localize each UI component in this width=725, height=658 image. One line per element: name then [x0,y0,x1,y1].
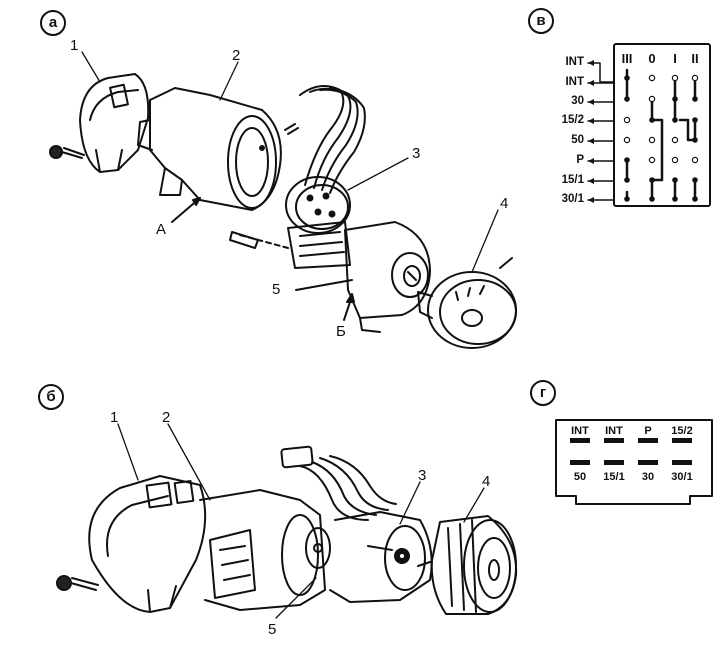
pointer-label-A: А [156,221,167,238]
wire-bundle-assembled [280,445,397,521]
exploded-label-3: 3 [412,145,421,162]
switch-terminal: P [576,154,584,166]
leader-lines [81,51,499,619]
switch-terminal: 15/2 [561,114,584,126]
bolt-exploded [229,231,259,249]
housing-part-2-assembled [199,489,331,611]
connector-pin-label: 15/1 [603,471,625,483]
pointer-5-line [295,279,353,291]
screw-left-exploded [49,145,85,159]
contact-block-part-3-assembled [329,511,433,603]
panel-label-b: б [38,384,64,410]
connector-outline [555,419,713,505]
panel-label-g: г [530,380,556,406]
lock-cylinder-part-5-exploded [287,221,431,333]
switch-terminal: 15/1 [561,174,584,186]
contact-disc-part-3-exploded [285,176,351,234]
cap-part-4-assembled [417,515,518,615]
panel-label-a: а [40,10,66,36]
connector-pin-label: 30 [641,471,655,483]
switch-terminal: 30/1 [561,193,584,205]
assembled-label-5: 5 [268,621,277,638]
pointer-B-arrow [346,293,355,303]
switch-terminal: INT [565,56,584,68]
pointer-A-arrow [192,197,201,206]
switch-column-I: I [673,51,677,66]
exploded-label-2: 2 [232,47,241,64]
screw-left-assembled [56,575,99,591]
exploded-label-1: 1 [70,37,79,54]
switch-column-0: 0 [648,51,656,66]
assembled-label-3: 3 [418,467,427,484]
connector-pin-label: 30/1 [671,471,693,483]
connector-pin-label: INT [605,425,623,437]
connector-pin-label: 15/2 [671,425,693,437]
connector-pin-label: INT [571,425,589,437]
small-screw-exploded [284,123,299,135]
connector-pins [570,438,692,465]
switch-column-III: III [621,51,633,66]
connector-pin-label: 50 [573,471,587,483]
panel-label-v: в [528,8,554,34]
cover-shell-part-1-assembled [88,475,207,613]
connector-pin-label: P [644,425,652,437]
assembled-label-1: 1 [110,409,119,426]
cover-shell-part-1-exploded [79,73,150,173]
pointer-label-B: Б [336,323,346,340]
switch-column-II: II [691,51,699,66]
cap-part-4-exploded [417,257,517,349]
switch-terminal: 50 [571,134,584,146]
switch-table [587,43,711,207]
assembled-label-4: 4 [482,473,491,490]
exploded-label-4: 4 [500,195,509,212]
exploded-label-5: 5 [272,281,281,298]
switch-terminal: INT [565,76,584,88]
wire-bundle-exploded [299,85,366,194]
switch-terminal: 30 [571,95,584,107]
housing-part-2-exploded [137,87,282,211]
assembled-label-2: 2 [162,409,171,426]
